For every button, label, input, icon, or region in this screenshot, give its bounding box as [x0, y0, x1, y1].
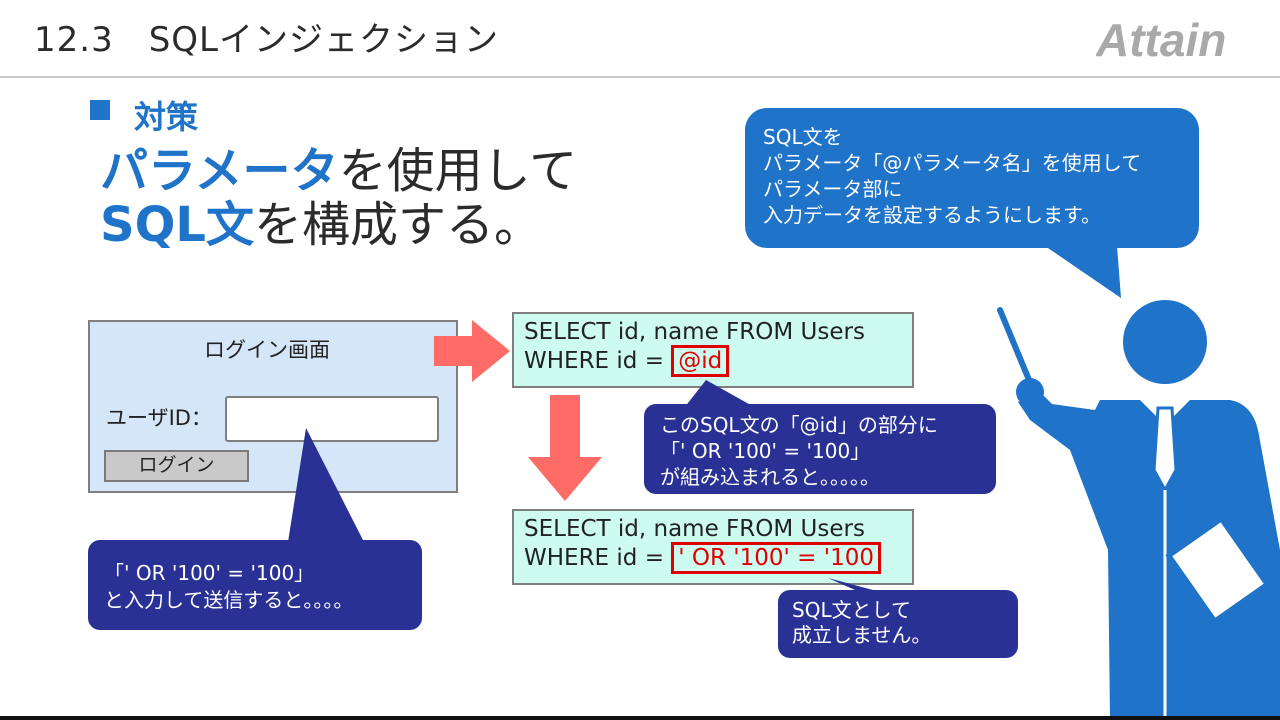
param-note-line: このSQL文の「@id」の部分に	[660, 413, 938, 437]
sql-line: SELECT id, name FROM Users	[524, 516, 865, 542]
sql-injected-highlight: ' OR '100' = '100	[671, 542, 881, 574]
speaker-note-line: パラメータ「@パラメータ名」を使用して	[763, 151, 1142, 175]
param-note: このSQL文の「@id」の部分に 「' OR '100' = '100」 が組み…	[646, 402, 952, 500]
speaker-bubble-shape	[745, 108, 1199, 298]
bottom-divider	[0, 716, 1280, 720]
input-note: 「' OR '100' = '100」 と入力して送信すると。。。。	[90, 550, 367, 624]
login-screen-title: ログイン画面	[204, 338, 330, 362]
presenter-figure-icon	[997, 300, 1280, 718]
userid-label: ユーザID：	[106, 406, 212, 430]
headline-text: を構成する。	[253, 197, 542, 253]
sql-where-prefix: WHERE id =	[524, 348, 672, 374]
headline-line-1: パラメータを使用して	[100, 142, 577, 200]
result-note-bubble-shape	[778, 578, 1018, 658]
sql-statement-parameterized: SELECT id, name FROM Users WHERE id = @i…	[512, 312, 914, 388]
arrow-down-icon	[528, 395, 602, 501]
input-note-line: 「' OR '100' = '100」	[104, 561, 315, 585]
result-note: SQL文として 成立しません。	[780, 592, 943, 654]
headline-text: を使用して	[338, 143, 578, 199]
logo-text: Attain	[1096, 14, 1226, 64]
speaker-note-line: 入力データを設定するようにします。	[763, 203, 1101, 227]
login-screen-mock: ログイン画面 ユーザID： ログイン	[88, 320, 458, 493]
bullet-square-icon	[90, 100, 110, 120]
arrow-right-icon	[434, 320, 510, 382]
param-note-bubble-shape	[644, 380, 996, 494]
speaker-note-line: SQL文を	[763, 125, 843, 149]
param-note-line: が組み込まれると。。。。。	[660, 465, 880, 489]
speaker-note-line: パラメータ部に	[763, 177, 903, 201]
input-note-line: と入力して送信すると。。。。	[104, 588, 354, 612]
headline-highlight: パラメータ	[100, 143, 339, 199]
input-note-bubble-shape	[88, 428, 422, 630]
userid-input[interactable]	[225, 396, 439, 442]
headline-line-2: SQL文を構成する。	[100, 196, 542, 254]
slide-title: 12.3 SQLインジェクション	[34, 20, 499, 60]
section-label: 対策	[134, 98, 199, 136]
result-note-line: 成立しません。	[792, 623, 932, 647]
sql-where-prefix: WHERE id =	[524, 545, 672, 571]
sql-parameter-highlight: @id	[671, 345, 730, 377]
sql-line: WHERE id = @id	[524, 345, 902, 377]
sql-line: SELECT id, name FROM Users	[524, 319, 865, 345]
speaker-note: SQL文を パラメータ「@パラメータ名」を使用して パラメータ部に 入力データを…	[745, 112, 1159, 240]
param-note-line: 「' OR '100' = '100」	[660, 439, 871, 463]
sql-statement-injected: SELECT id, name FROM Users WHERE id = ' …	[512, 509, 914, 585]
sql-line: WHERE id = ' OR '100' = '100	[524, 542, 902, 574]
slide-header	[0, 0, 1280, 78]
headline-highlight: SQL文	[100, 197, 254, 253]
attain-logo: Attain	[1096, 14, 1226, 64]
result-note-line: SQL文として	[792, 598, 911, 622]
login-button[interactable]: ログイン	[104, 450, 249, 482]
